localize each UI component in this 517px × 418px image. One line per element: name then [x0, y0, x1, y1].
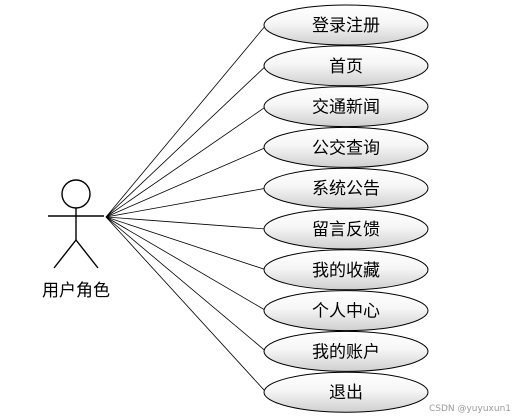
association-line: [105, 216, 267, 352]
use-case-2: 首页: [263, 45, 429, 87]
use-case-8: 个人中心: [263, 290, 429, 332]
use-case-ellipse: [263, 371, 429, 413]
use-case-label: 留言反馈: [312, 220, 380, 240]
association-line: [105, 24, 267, 218]
use-case-label: 公交查询: [312, 138, 380, 158]
actor-right-leg: [75, 239, 99, 269]
association-line: [105, 216, 267, 271]
association-line: [105, 216, 267, 311]
use-case-9: 我的账户: [263, 330, 429, 372]
use-case-label: 系统公告: [312, 179, 380, 199]
use-case-1: 登录注册: [263, 4, 429, 46]
use-case-label: 首页: [329, 57, 363, 77]
use-case-5: 系统公告: [263, 167, 429, 209]
association-line: [105, 187, 267, 218]
use-case-label: 个人中心: [312, 302, 380, 322]
use-case-6: 留言反馈: [263, 208, 429, 250]
association-line: [105, 147, 267, 218]
use-case-label: 我的账户: [312, 342, 380, 362]
actor-head: [61, 179, 91, 209]
use-case-ellipse: [263, 4, 429, 46]
use-case-ellipse: [263, 86, 429, 128]
association-line: [105, 216, 267, 393]
association-lines: [105, 24, 267, 393]
use-case-label: 登录注册: [312, 16, 380, 36]
use-case-4: 公交查询: [263, 126, 429, 168]
actor-label: 用户角色: [42, 281, 110, 301]
actor-figure: [48, 179, 104, 269]
actor-left-leg: [53, 239, 77, 269]
use-case-ellipse: [263, 330, 429, 372]
use-case-3: 交通新闻: [263, 86, 429, 128]
use-case-ellipse: [263, 290, 429, 332]
use-case-label: 我的收藏: [312, 261, 380, 281]
use-case-ellipse: [263, 45, 429, 87]
use-case-7: 我的收藏: [263, 249, 429, 291]
use-case-label: 退出: [329, 383, 363, 403]
use-case-ellipse: [263, 167, 429, 209]
use-case-ellipse: [263, 126, 429, 168]
use-case-ellipse: [263, 249, 429, 291]
association-line: [105, 106, 267, 218]
use-case-label: 交通新闻: [312, 98, 380, 118]
use-case-ellipse: [263, 208, 429, 250]
association-line: [105, 216, 267, 230]
use-case-10: 退出: [263, 371, 429, 413]
association-line: [105, 65, 267, 218]
watermark: CSDN @yuyuxun1: [429, 404, 511, 414]
